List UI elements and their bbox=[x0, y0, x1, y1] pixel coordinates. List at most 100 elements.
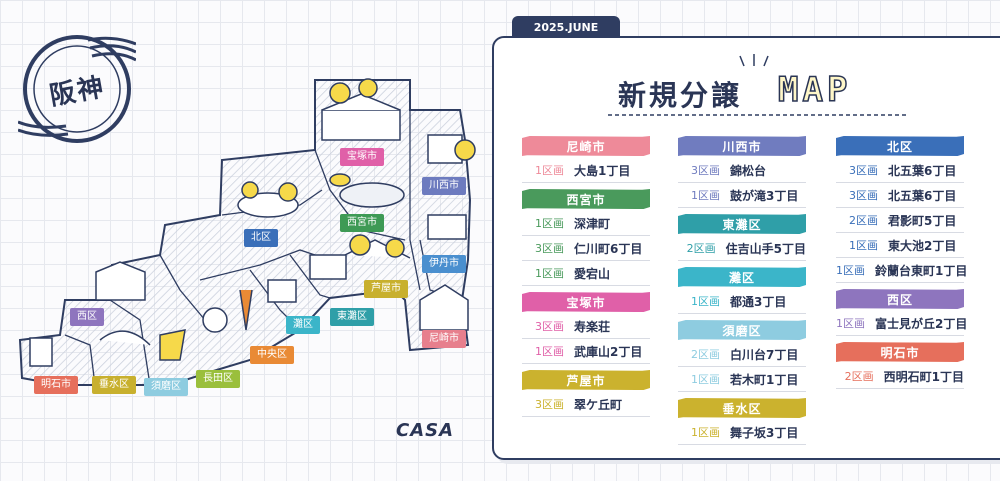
town-name: 君影町5丁目 bbox=[888, 213, 957, 228]
map-label-higashinada[interactable]: 東灘区 bbox=[330, 308, 374, 326]
page-title-en: MAP bbox=[777, 69, 852, 111]
area-header: 東灘区 bbox=[678, 214, 806, 234]
lot-count: 1区画 bbox=[691, 189, 720, 202]
lot-count: 1区画 bbox=[691, 426, 720, 439]
map-label-chuo[interactable]: 中央区 bbox=[250, 346, 294, 364]
sparkle-icon bbox=[739, 54, 769, 67]
area-header: 北区 bbox=[836, 136, 964, 156]
lot-count: 2区画 bbox=[691, 348, 720, 361]
map-label-kita[interactable]: 北区 bbox=[244, 229, 278, 247]
town-name: 舞子坂3丁目 bbox=[730, 425, 799, 440]
lot-count: 1区画 bbox=[849, 239, 878, 252]
lot-count: 3区画 bbox=[535, 398, 564, 411]
hanshin-stamp bbox=[18, 35, 136, 143]
town-name: 寿楽荘 bbox=[574, 319, 611, 334]
lot-count: 1区画 bbox=[535, 267, 564, 280]
map-label-suma[interactable]: 須磨区 bbox=[144, 378, 188, 396]
lot-count: 3区画 bbox=[849, 164, 878, 177]
listing-row[interactable]: 1区画鼓が滝3丁目 bbox=[678, 183, 806, 208]
map-label-itami[interactable]: 伊丹市 bbox=[422, 255, 466, 273]
lot-count: 1区画 bbox=[535, 164, 564, 177]
town-name: 住吉山手5丁目 bbox=[725, 241, 806, 256]
lot-count: 1区画 bbox=[836, 264, 865, 277]
map-label-ashiya[interactable]: 芦屋市 bbox=[364, 280, 408, 298]
area-header: 須磨区 bbox=[678, 320, 806, 340]
town-name: 西明石町1丁目 bbox=[883, 369, 964, 384]
listing-row[interactable]: 1区画愛宕山 bbox=[522, 261, 650, 286]
listing-row[interactable]: 1区画大島1丁目 bbox=[522, 158, 650, 183]
lot-count: 1区画 bbox=[836, 317, 865, 330]
area-header: 芦屋市 bbox=[522, 370, 650, 390]
listing-row[interactable]: 1区画都通3丁目 bbox=[678, 289, 806, 314]
casa-logo: CASA bbox=[396, 420, 455, 441]
map-label-nishi[interactable]: 西区 bbox=[70, 308, 104, 326]
lot-count: 1区画 bbox=[691, 373, 720, 386]
town-name: 富士見が丘2丁目 bbox=[875, 316, 968, 331]
lot-count: 3区画 bbox=[849, 189, 878, 202]
listing-row[interactable]: 3区画北五葉6丁目 bbox=[836, 158, 964, 183]
map-label-nagata[interactable]: 長田区 bbox=[196, 370, 240, 388]
map-label-kawanishi[interactable]: 川西市 bbox=[422, 177, 466, 195]
lot-count: 1区画 bbox=[691, 295, 720, 308]
listing-row[interactable]: 2区画住吉山手5丁目 bbox=[678, 236, 806, 261]
title-underline bbox=[608, 114, 908, 116]
town-name: 仁川町6丁目 bbox=[574, 241, 643, 256]
lot-count: 2区画 bbox=[849, 214, 878, 227]
listing-row[interactable]: 1区画東大池2丁目 bbox=[836, 233, 964, 258]
listing-row[interactable]: 2区画西明石町1丁目 bbox=[836, 364, 964, 389]
listing-row[interactable]: 1区画鈴蘭台東町1丁目 bbox=[836, 258, 967, 283]
map-label-akashi[interactable]: 明石市 bbox=[34, 376, 78, 394]
stamp-text: 阪神 bbox=[47, 71, 108, 112]
area-header: 明石市 bbox=[836, 342, 964, 362]
listing-row[interactable]: 1区画武庫山2丁目 bbox=[522, 339, 650, 364]
lot-count: 3区画 bbox=[535, 320, 564, 333]
town-name: 愛宕山 bbox=[574, 266, 611, 281]
town-name: 北五葉6丁目 bbox=[888, 163, 957, 178]
listing-row[interactable]: 2区画白川台7丁目 bbox=[678, 342, 806, 367]
town-name: 錦松台 bbox=[730, 163, 767, 178]
area-header: 西宮市 bbox=[522, 189, 650, 209]
map-label-amagasaki[interactable]: 尼崎市 bbox=[422, 330, 466, 348]
listing-row[interactable]: 1区画舞子坂3丁目 bbox=[678, 420, 806, 445]
listing-row[interactable]: 3区画仁川町6丁目 bbox=[522, 236, 650, 261]
listing-row[interactable]: 2区画君影町5丁目 bbox=[836, 208, 964, 233]
listing-row[interactable]: 1区画深津町 bbox=[522, 211, 650, 236]
listing-row[interactable]: 3区画北五葉6丁目 bbox=[836, 183, 964, 208]
area-header: 川西市 bbox=[678, 136, 806, 156]
area-header: 西区 bbox=[836, 289, 964, 309]
lot-count: 2区画 bbox=[686, 242, 716, 255]
area-header: 灘区 bbox=[678, 267, 806, 287]
map-label-nada[interactable]: 灘区 bbox=[286, 316, 320, 334]
listing-row[interactable]: 1区画富士見が丘2丁目 bbox=[836, 311, 968, 336]
town-name: 都通3丁目 bbox=[730, 294, 787, 309]
town-name: 東大池2丁目 bbox=[888, 238, 957, 253]
town-name: 翠ケ丘町 bbox=[574, 397, 623, 412]
town-name: 鼓が滝3丁目 bbox=[730, 188, 799, 203]
map-label-tarumi[interactable]: 垂水区 bbox=[92, 376, 136, 394]
listing-row[interactable]: 1区画若木町1丁目 bbox=[678, 367, 806, 392]
area-header: 垂水区 bbox=[678, 398, 806, 418]
town-name: 北五葉6丁目 bbox=[888, 188, 957, 203]
listing-row[interactable]: 3区画錦松台 bbox=[678, 158, 806, 183]
map-label-takarazuka[interactable]: 宝塚市 bbox=[340, 148, 384, 166]
listing-row[interactable]: 3区画翠ケ丘町 bbox=[522, 392, 650, 417]
listing-row[interactable]: 3区画寿楽荘 bbox=[522, 314, 650, 339]
hanshin-map: 阪神 宝塚市 川西市 西宮市 伊丹市 北区 芦屋市 東灘区 灘区 尼崎市 中央区… bbox=[18, 35, 476, 441]
town-name: 白川台7丁目 bbox=[730, 347, 799, 362]
map-label-nishinomiya[interactable]: 西宮市 bbox=[340, 214, 384, 232]
date-tab: 2025.JUNE bbox=[512, 16, 620, 38]
